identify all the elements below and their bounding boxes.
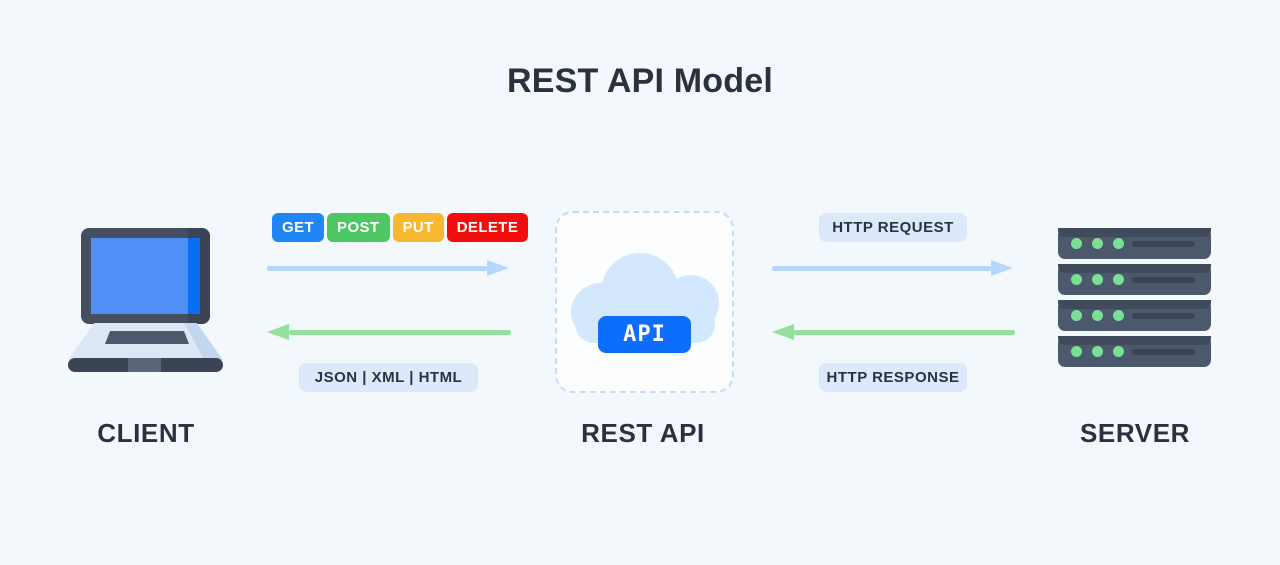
server-rack-unit bbox=[1058, 264, 1211, 295]
arrow-head bbox=[487, 260, 509, 276]
http-response-pill: HTTP RESPONSE bbox=[819, 363, 967, 392]
rest-api-box: API bbox=[555, 211, 734, 393]
server-led bbox=[1071, 346, 1082, 357]
server-led bbox=[1092, 274, 1103, 285]
server-led bbox=[1113, 310, 1124, 321]
rack-slot-bar bbox=[1132, 313, 1195, 319]
http-method-badges: GET POST PUT DELETE bbox=[272, 213, 529, 242]
rack-shade bbox=[1058, 300, 1211, 309]
rack-slot-bar bbox=[1132, 241, 1195, 247]
badge-post[interactable]: POST bbox=[327, 213, 390, 242]
response-formats-pill: JSON | XML | HTML bbox=[299, 363, 478, 392]
server-led bbox=[1113, 274, 1124, 285]
server-rack-unit bbox=[1058, 228, 1211, 259]
laptop-icon bbox=[68, 228, 223, 373]
server-led bbox=[1071, 238, 1082, 249]
api-pill: API bbox=[598, 316, 691, 353]
client-label: CLIENT bbox=[97, 418, 195, 448]
laptop-screen-edge bbox=[188, 238, 200, 314]
server-led bbox=[1071, 310, 1082, 321]
server-led bbox=[1092, 238, 1103, 249]
laptop-keyboard bbox=[105, 331, 189, 344]
arrow-shaft bbox=[772, 266, 991, 271]
badge-put[interactable]: PUT bbox=[392, 213, 444, 242]
server-led bbox=[1092, 346, 1103, 357]
page-title: REST API Model bbox=[506, 62, 773, 100]
arrow-head bbox=[772, 324, 794, 340]
server-rack-unit bbox=[1058, 300, 1211, 331]
server-rack-unit bbox=[1058, 336, 1211, 367]
rack-slot-bar bbox=[1132, 277, 1195, 283]
rack-shade bbox=[1058, 336, 1211, 345]
rack-shade bbox=[1058, 228, 1211, 237]
rack-shade bbox=[1058, 264, 1211, 273]
api-to-server-request-arrow bbox=[772, 260, 1013, 276]
server-led bbox=[1113, 346, 1124, 357]
server-led bbox=[1113, 238, 1124, 249]
badge-get[interactable]: GET bbox=[272, 213, 325, 242]
rest-api-label: REST API bbox=[581, 418, 705, 448]
server-rack-icon bbox=[1058, 228, 1211, 373]
arrow-head bbox=[991, 260, 1013, 276]
arrow-shaft bbox=[794, 330, 1015, 335]
arrow-shaft bbox=[267, 266, 487, 271]
server-label: SERVER bbox=[1079, 418, 1191, 448]
server-to-api-response-arrow bbox=[772, 324, 1015, 340]
server-led bbox=[1071, 274, 1082, 285]
http-request-pill: HTTP REQUEST bbox=[819, 213, 967, 242]
arrow-shaft bbox=[289, 330, 511, 335]
laptop-screen bbox=[91, 238, 200, 314]
laptop-trackpad bbox=[128, 358, 161, 372]
server-led bbox=[1092, 310, 1103, 321]
rack-slot-bar bbox=[1132, 349, 1195, 355]
arrow-head bbox=[267, 324, 289, 340]
badge-delete[interactable]: DELETE bbox=[446, 213, 529, 242]
client-to-api-request-arrow bbox=[267, 260, 509, 276]
api-to-client-response-arrow bbox=[267, 324, 511, 340]
